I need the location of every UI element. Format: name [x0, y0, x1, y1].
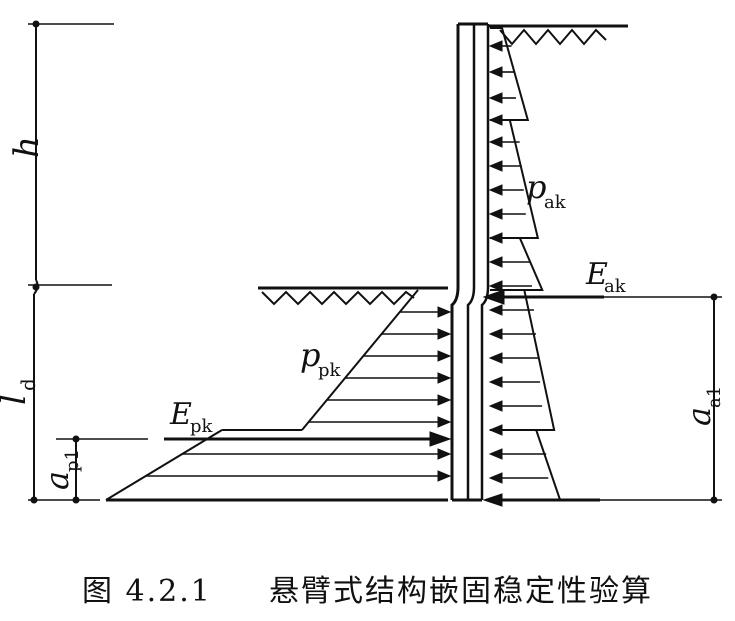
resultant-eak-arrow	[482, 289, 604, 305]
active-pressure-arrow	[488, 184, 524, 196]
upper-ground-surface	[488, 24, 628, 46]
active-pressure-arrow	[488, 136, 520, 148]
label-h: h	[7, 136, 47, 158]
label-aa1-sub: a1	[704, 386, 725, 408]
active-pressure-arrow	[488, 232, 528, 244]
label-h-text: h	[7, 136, 47, 158]
passive-pressure-arrow	[326, 394, 452, 406]
label-pak-sub: ak	[544, 192, 567, 213]
cantilever-wall-diagram: h l d p ak E ak p pk E pk a a1 a p1	[0, 20, 725, 507]
active-pressure-arrow	[488, 472, 549, 484]
label-eak-sub: ak	[604, 276, 627, 297]
dimension-ap1	[56, 435, 148, 504]
label-ld-main: l	[0, 394, 34, 405]
label-eak: E ak	[585, 257, 627, 297]
resultant-epk-arrow	[164, 431, 452, 447]
label-ppk: p pk	[300, 336, 342, 381]
label-ap1-main: a	[38, 471, 76, 490]
label-epk-sub: pk	[190, 416, 214, 437]
dimension-h-ld	[28, 20, 114, 504]
active-pressure-arrow	[488, 160, 522, 172]
label-aa1-main: a	[680, 407, 718, 426]
active-pressure-arrow	[488, 328, 537, 340]
active-pressure-arrow	[488, 40, 512, 52]
active-pressure-arrow	[488, 256, 530, 268]
active-pressure-arrow	[488, 448, 547, 460]
label-ap1-sub: p1	[62, 449, 83, 472]
label-eak-main: E	[585, 257, 608, 292]
label-ppk-main: p	[300, 336, 320, 374]
passive-pressure-arrow	[345, 372, 452, 384]
label-pak-main: p	[526, 168, 546, 206]
label-ap1: a p1	[38, 449, 83, 490]
dimension-aa1	[600, 293, 722, 504]
caption-number: 图 4.2.1	[82, 574, 212, 609]
active-pressure-arrow	[488, 208, 526, 220]
label-pak: p ak	[526, 168, 567, 213]
active-pressure-arrow	[488, 424, 545, 436]
toe-arrow	[482, 493, 600, 507]
passive-pressure-arrow	[399, 306, 452, 318]
label-ld-sub: d	[16, 378, 40, 391]
active-pressure-arrow	[488, 114, 518, 126]
active-pressure-arrow	[488, 376, 541, 388]
passive-pressure-arrow	[182, 448, 452, 460]
active-pressure-arrow	[488, 304, 534, 316]
label-ppk-sub: pk	[318, 360, 342, 381]
excavation-surface	[258, 286, 448, 306]
active-pressure-arrow	[488, 66, 514, 78]
label-epk-main: E	[169, 397, 192, 432]
active-pressure-arrow	[488, 400, 543, 412]
label-epk: E pk	[169, 397, 214, 437]
passive-pressure-diagram	[105, 289, 452, 502]
retaining-wall	[450, 22, 490, 502]
active-pressure-diagram	[488, 27, 562, 501]
active-pressure-arrow	[488, 92, 516, 104]
passive-pressure-arrow	[363, 350, 452, 362]
passive-pressure-arrow	[145, 470, 452, 482]
figure-caption: 图 4.2.1 悬臂式结构嵌固稳定性验算	[0, 566, 735, 610]
active-pressure-arrow	[488, 352, 539, 364]
passive-pressure-arrow	[308, 416, 452, 428]
passive-pressure-arrow	[381, 328, 452, 340]
label-ld: l d	[0, 378, 40, 405]
active-pressure-arrow	[488, 280, 532, 292]
caption-title: 悬臂式结构嵌固稳定性验算	[268, 574, 653, 609]
label-aa1: a a1	[680, 386, 725, 426]
